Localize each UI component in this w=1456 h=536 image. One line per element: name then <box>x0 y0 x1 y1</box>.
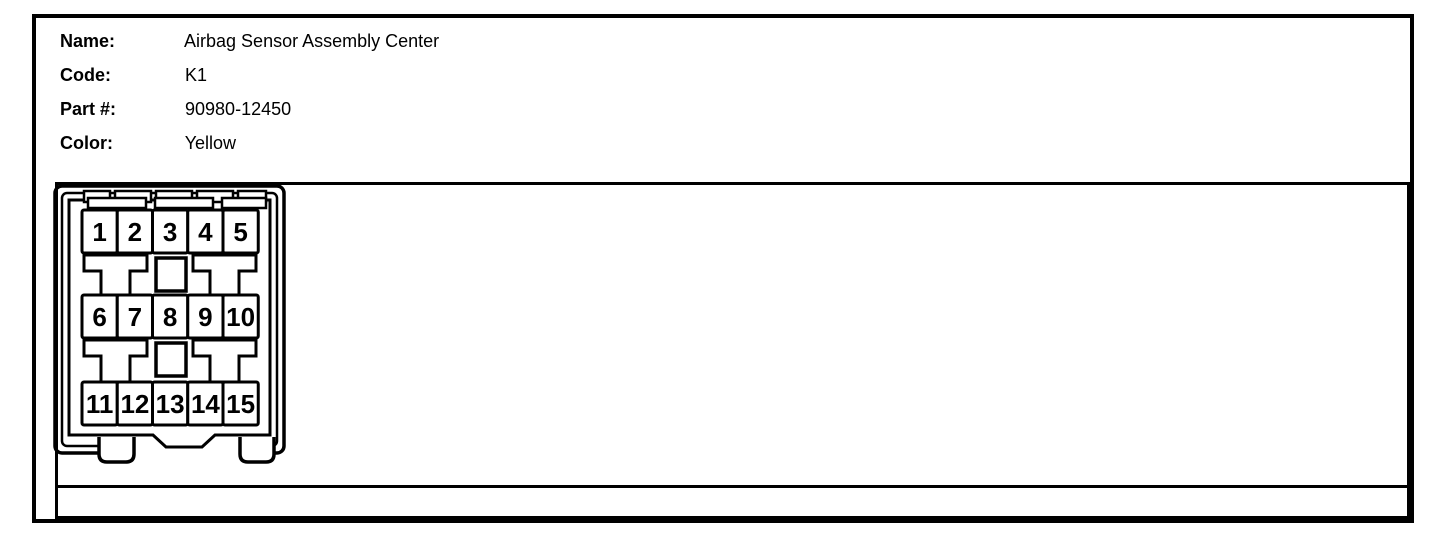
housing-foot-right <box>238 437 276 464</box>
pin-number-10: 10 <box>226 302 255 332</box>
pin-number-4: 4 <box>198 217 213 247</box>
pin-cavity-10 <box>221 293 260 340</box>
pin-number-6: 6 <box>92 302 106 332</box>
key-tab <box>82 253 149 297</box>
connector-pinout-drawing: 1 2 3 4 5 6 7 8 9 10 11 12 <box>53 184 286 464</box>
field-label-color: Color: <box>60 133 113 153</box>
pin-number-5: 5 <box>233 217 247 247</box>
pin-number-11: 11 <box>86 389 114 419</box>
connector-header: Name: Airbag Sensor Assembly Center Code… <box>60 24 439 160</box>
field-label-name: Name: <box>60 31 116 51</box>
connector-diagram-box <box>55 182 1410 488</box>
housing-bottom-recess <box>132 441 242 459</box>
top-slot-wide <box>153 196 215 210</box>
footer-strip <box>55 485 1410 519</box>
pin-row-3: 11 12 13 14 15 <box>80 380 260 427</box>
field-row-name: Name: Airbag Sensor Assembly Center <box>60 24 439 58</box>
top-slot-wide <box>86 196 148 210</box>
key-tab <box>191 338 258 384</box>
pin-number-12: 12 <box>120 389 149 419</box>
field-row-code: Code: K1 <box>60 58 439 92</box>
pin-number-14: 14 <box>191 389 220 419</box>
key-square <box>154 256 188 293</box>
field-value-color: Yellow <box>184 133 237 153</box>
pin-row-1: 1 2 3 4 5 <box>80 208 260 255</box>
pin-cavity-5 <box>221 208 260 255</box>
field-row-color: Color: Yellow <box>60 126 439 160</box>
field-value-part-number: 90980-12450 <box>185 99 292 119</box>
top-slot <box>195 189 235 204</box>
pin-number-8: 8 <box>163 302 177 332</box>
pin-cavity-15 <box>221 380 260 427</box>
pin-row-2: 6 7 8 9 10 <box>80 293 260 340</box>
field-row-part-number: Part #: 90980-12450 <box>60 92 439 126</box>
pin-number-15: 15 <box>226 389 255 419</box>
field-value-code: K1 <box>185 65 208 85</box>
field-label-part-number: Part #: <box>60 99 117 119</box>
pin-number-7: 7 <box>128 302 142 332</box>
field-label-code: Code: <box>60 65 111 85</box>
field-value-name: Airbag Sensor Assembly Center <box>184 31 440 51</box>
pin-number-1: 1 <box>92 217 106 247</box>
pin-number-13: 13 <box>156 389 185 419</box>
housing-inner-outline <box>67 198 272 449</box>
page-frame: Name: Airbag Sensor Assembly Center Code… <box>32 14 1414 523</box>
pin-number-2: 2 <box>128 217 142 247</box>
top-slot-wide <box>220 196 268 210</box>
housing-foot-left <box>97 437 136 464</box>
key-square <box>154 341 188 378</box>
key-tab <box>191 253 258 297</box>
pin-number-9: 9 <box>198 302 212 332</box>
pin-number-3: 3 <box>163 217 177 247</box>
key-tab <box>82 338 149 384</box>
